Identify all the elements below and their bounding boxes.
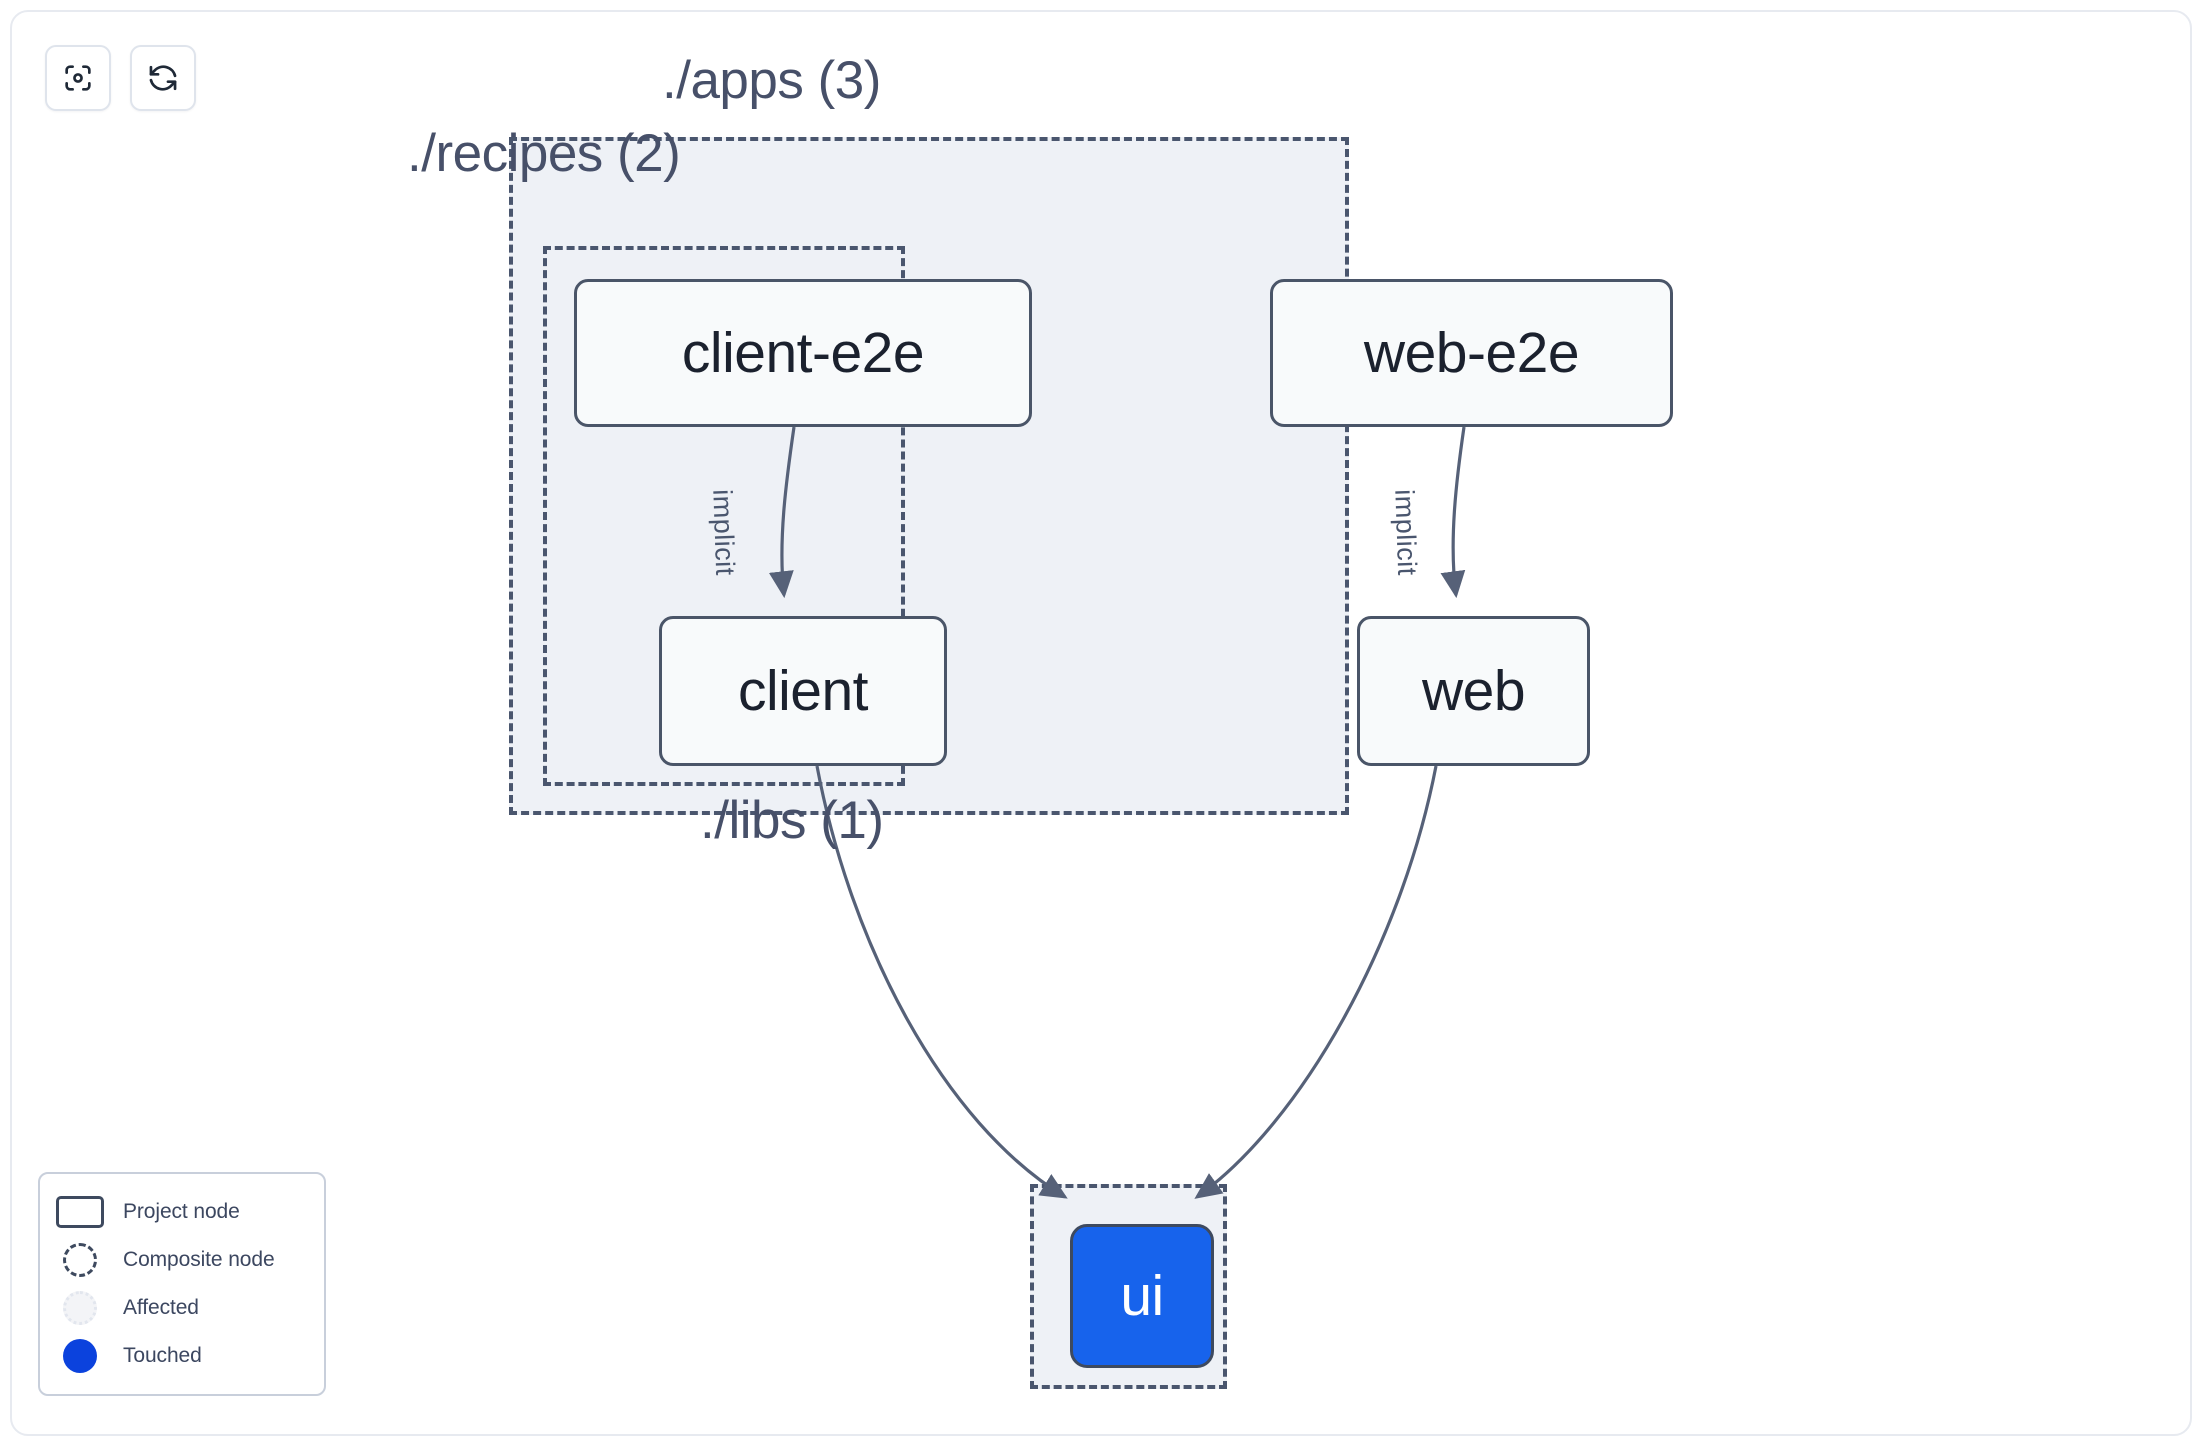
edge-label-implicit-web: implicit [1389, 488, 1423, 577]
refresh-icon [146, 61, 180, 95]
composite-node-swatch [54, 1243, 106, 1277]
focus-graph-button[interactable] [45, 45, 111, 111]
project-node-ui[interactable]: ui [1070, 1224, 1214, 1368]
composite-label-apps: ./apps (3) [662, 51, 881, 110]
edge-web-e2e-to-web [1440, 426, 1466, 599]
composite-label-recipes: ./recipes (2) [407, 124, 681, 183]
legend-label: Composite node [123, 1248, 275, 1271]
project-node-web[interactable]: web [1357, 616, 1590, 766]
focus-target-icon [61, 61, 95, 95]
legend-label: Touched [123, 1344, 202, 1367]
project-node-label: client [737, 658, 869, 723]
legend-label: Affected [123, 1296, 199, 1319]
project-node-web-e2e[interactable]: web-e2e [1270, 279, 1673, 427]
edge-web-to-ui [1194, 765, 1438, 1199]
legend-item-project-node: Project node [54, 1188, 308, 1236]
edge-label-implicit-client: implicit [707, 488, 741, 577]
project-graph-canvas[interactable]: ./apps (3) ./recipes (2) ./libs (1) impl… [10, 10, 2192, 1436]
project-node-label: ui [1120, 1263, 1164, 1328]
project-node-label: client-e2e [681, 320, 925, 385]
composite-label-libs: ./libs (1) [700, 791, 884, 850]
project-node-client[interactable]: client [659, 616, 947, 766]
project-node-label: web [1421, 658, 1526, 723]
graph-toolbar [45, 45, 196, 111]
project-node-label: web-e2e [1363, 320, 1580, 385]
project-node-swatch [54, 1195, 106, 1229]
legend-item-affected: Affected [54, 1284, 308, 1332]
affected-swatch [54, 1291, 106, 1325]
legend-label: Project node [123, 1200, 240, 1223]
project-node-client-e2e[interactable]: client-e2e [574, 279, 1032, 427]
touched-swatch [54, 1339, 106, 1373]
legend-panel: Project node Composite node Affected Tou… [38, 1172, 326, 1396]
legend-item-touched: Touched [54, 1332, 308, 1380]
refresh-graph-button[interactable] [130, 45, 196, 111]
legend-item-composite-node: Composite node [54, 1236, 308, 1284]
